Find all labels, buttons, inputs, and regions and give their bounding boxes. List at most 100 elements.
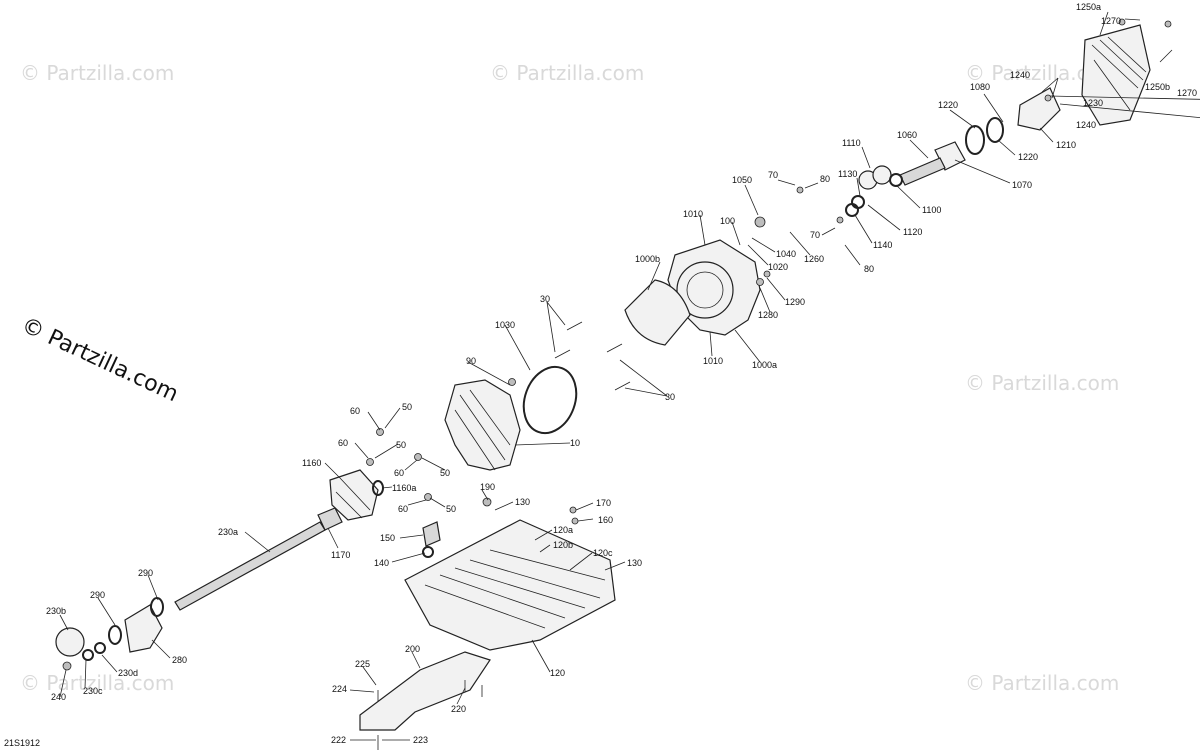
screw-1240 — [1044, 94, 1052, 102]
callout-label: 230a — [218, 527, 238, 537]
callout-label: 120b — [553, 540, 573, 550]
watermark: © Partzilla.com — [490, 61, 644, 85]
callout-label: 1270 — [1177, 88, 1197, 98]
callout-label: 160 — [598, 515, 613, 525]
callout-label: 1010 — [683, 209, 703, 219]
o-ring-1030 — [522, 365, 578, 435]
callout-label: 140 — [374, 558, 389, 568]
callout-label: 120 — [550, 668, 565, 678]
seal-1280 — [756, 278, 764, 286]
callout-label: 1160 — [302, 458, 321, 468]
bearing-1110b — [872, 165, 892, 185]
callout-label: 225 — [355, 659, 370, 669]
screw-80b — [836, 216, 844, 224]
washer-60d — [424, 493, 432, 501]
leader-lines — [59, 11, 1200, 741]
watermark: © Partzilla.com — [20, 61, 174, 85]
callout-label: 1000b — [635, 254, 660, 264]
clamp-290 — [150, 597, 164, 617]
callout-label: 50 — [446, 504, 456, 514]
housing-bore — [676, 261, 734, 319]
watermark: © Partzilla.com — [20, 671, 174, 695]
callout-label: 1130 — [838, 169, 857, 179]
callout-label: 1220 — [1018, 152, 1038, 162]
callout-label: 1040 — [776, 249, 796, 259]
circlip-1140 — [845, 203, 859, 217]
callout-label: 50 — [402, 402, 412, 412]
callout-label: 222 — [331, 735, 346, 745]
shaft-1060 — [899, 157, 946, 186]
callout-label: 1060 — [897, 130, 917, 140]
o-ring-1220 — [965, 125, 985, 155]
callout-label: 1280 — [758, 310, 778, 320]
callout-label: 60 — [350, 406, 360, 416]
plug-1050 — [754, 216, 766, 228]
callout-label: 130 — [627, 558, 642, 568]
callout-label: 290 — [138, 568, 153, 578]
callout-label: 1260 — [804, 254, 824, 264]
callout-label: 70 — [768, 170, 778, 180]
callout-label: 1080 — [970, 82, 990, 92]
callout-label: 90 — [466, 356, 476, 366]
parts — [55, 18, 1172, 750]
callout-label: 1120 — [903, 227, 922, 237]
nut-240 — [62, 661, 72, 671]
callout-label: 1290 — [785, 297, 805, 307]
screw-170 — [569, 506, 577, 514]
callout-label: 290 — [90, 590, 105, 600]
washer-60c — [414, 453, 422, 461]
callout-label: 170 — [596, 498, 611, 508]
washer-140 — [422, 546, 434, 558]
callout-label: 1240 — [1010, 70, 1030, 80]
plug-190 — [482, 497, 492, 507]
wear-ring-1000b — [624, 279, 691, 346]
callout-label: 1110 — [842, 138, 861, 148]
callout-label: 240 — [51, 692, 66, 702]
screw-1270b — [1164, 20, 1172, 28]
callout-label: 1050 — [732, 175, 752, 185]
watermark: © Partzilla.com — [965, 371, 1119, 395]
screw-80 — [796, 186, 804, 194]
callout-labels: 1250a 1270 1240 1230 1250b 1270 1240 108… — [46, 2, 1197, 745]
o-ring-1220b — [986, 117, 1004, 143]
callout-label: 230d — [118, 668, 138, 678]
ring-230c — [82, 649, 94, 661]
callout-label: 1250b — [1145, 82, 1170, 92]
clamp-290b — [108, 625, 122, 645]
callout-label: 120a — [553, 525, 573, 535]
venturi-nozzle — [1081, 24, 1151, 126]
callout-label: 60 — [398, 504, 408, 514]
screw-1270 — [1118, 18, 1126, 26]
callout-label: 1140 — [873, 240, 892, 250]
callout-label: 1230 — [1083, 98, 1103, 108]
callout-label: 1070 — [1012, 180, 1032, 190]
callout-label: 224 — [332, 684, 347, 694]
ring-1100 — [889, 173, 903, 187]
callout-label: 1030 — [495, 320, 515, 330]
callout-label: 50 — [440, 468, 450, 478]
callout-label: 1010 — [703, 356, 723, 366]
washer-160 — [571, 517, 579, 525]
washer-60 — [376, 428, 384, 436]
callout-label: 80 — [820, 174, 830, 184]
callout-label: 130 — [515, 497, 530, 507]
callout-label: 1240 — [1076, 120, 1096, 130]
plug-90 — [508, 378, 516, 386]
callout-label: 60 — [338, 438, 348, 448]
callout-label: 1100 — [922, 205, 941, 215]
ring-230d — [94, 642, 106, 654]
ring-1130 — [851, 195, 865, 209]
callout-label: 1000a — [752, 360, 777, 370]
cone-1210 — [1017, 87, 1061, 131]
callout-label: 70 — [810, 230, 820, 240]
callout-label: 50 — [396, 440, 406, 450]
fitting-150 — [422, 521, 441, 547]
callout-label: 1170 — [331, 550, 350, 560]
intake-housing — [444, 379, 521, 471]
diagram-code: 21S1912 — [4, 738, 40, 748]
seal-230b — [55, 627, 85, 657]
impeller-1160 — [329, 469, 379, 521]
washer-1290 — [763, 270, 771, 278]
drive-shaft — [174, 521, 326, 611]
